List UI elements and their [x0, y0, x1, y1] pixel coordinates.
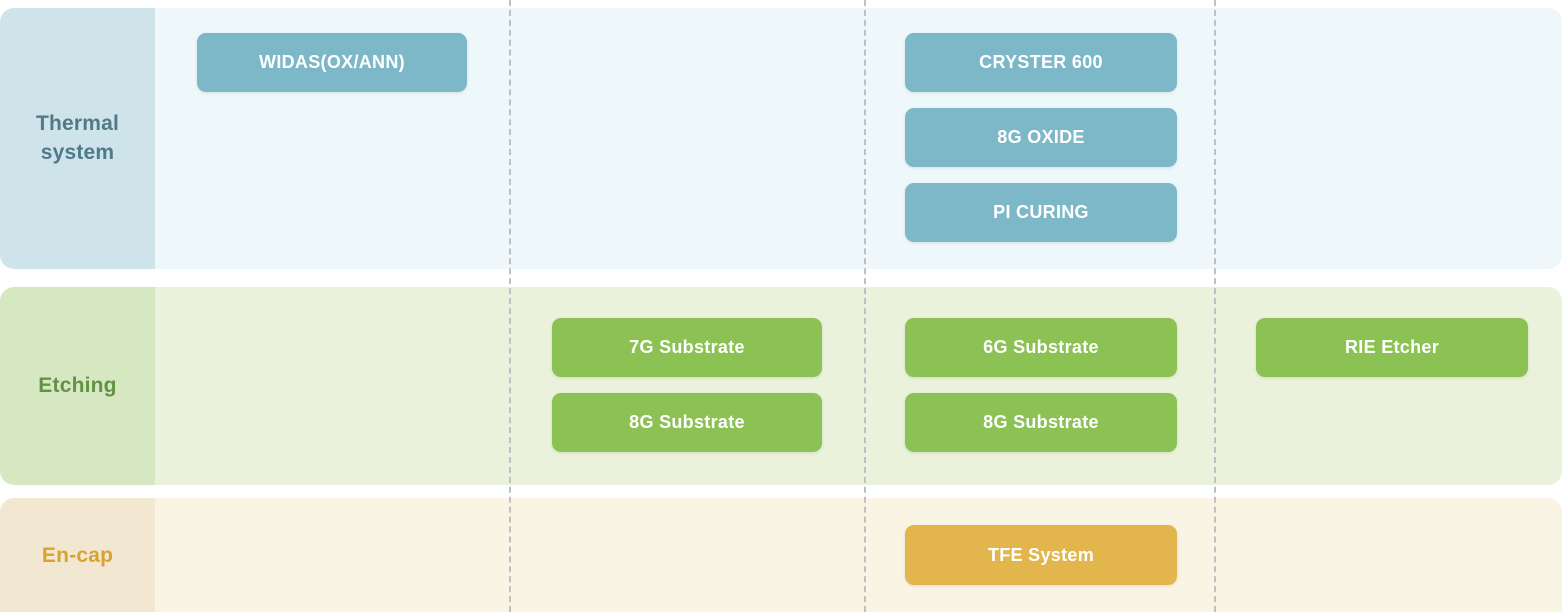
- machine-7g-substrate: 7G Substrate: [552, 318, 822, 377]
- column-separator-3: [1214, 0, 1216, 612]
- row-label-thermal-system: Thermal system: [0, 8, 155, 269]
- row-en-cap: En-cap: [0, 498, 1568, 612]
- row-etching: Etching: [0, 287, 1568, 485]
- machine-8g-substrate-col2: 8G Substrate: [552, 393, 822, 452]
- machine-8g-oxide: 8G OXIDE: [905, 108, 1177, 167]
- row-content-etching: [155, 287, 1562, 485]
- machine-widas-ox-ann: WIDAS(OX/ANN): [197, 33, 467, 92]
- machine-8g-substrate-col3: 8G Substrate: [905, 393, 1177, 452]
- row-label-etching: Etching: [0, 287, 155, 485]
- machine-cryster-600: CRYSTER 600: [905, 33, 1177, 92]
- machine-6g-substrate: 6G Substrate: [905, 318, 1177, 377]
- row-content-en-cap: [155, 498, 1562, 612]
- machine-tfe-system: TFE System: [905, 525, 1177, 585]
- column-separator-2: [864, 0, 866, 612]
- machine-pi-curing: PI CURING: [905, 183, 1177, 242]
- row-label-en-cap: En-cap: [0, 498, 155, 612]
- column-separator-1: [509, 0, 511, 612]
- machine-rie-etcher: RIE Etcher: [1256, 318, 1528, 377]
